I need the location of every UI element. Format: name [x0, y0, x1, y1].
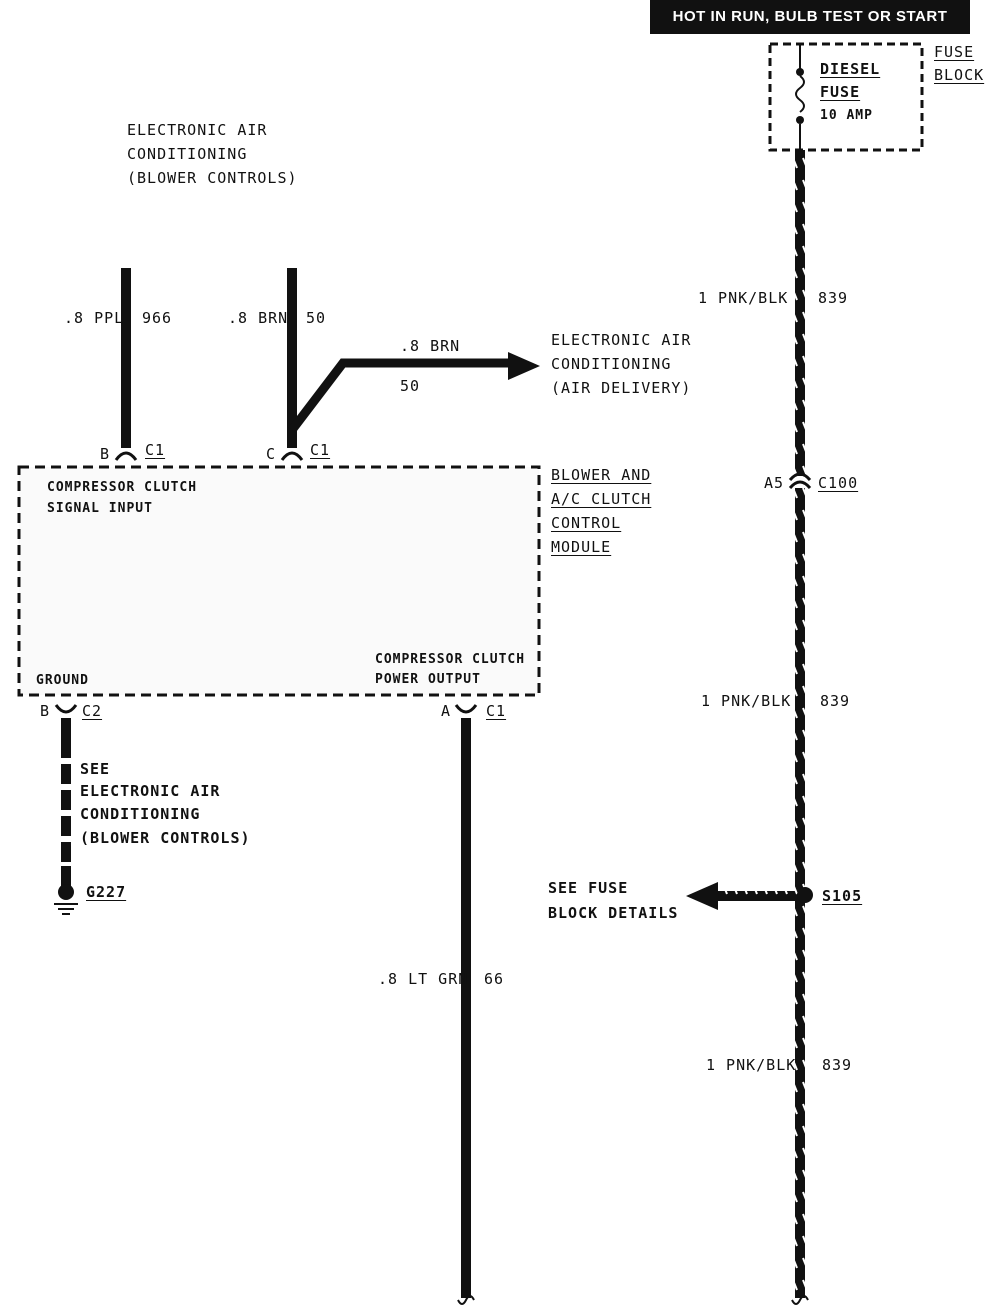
wire-brn-circuit: 50 — [306, 309, 327, 327]
wire-ground — [61, 718, 71, 886]
connector-c100-icon — [788, 472, 812, 490]
connector-c-pin: C — [266, 445, 277, 463]
fuse-block-outline — [768, 42, 924, 152]
connector-a-c1-pin: A — [441, 702, 452, 720]
fuse-block-title-2: BLOCK — [934, 66, 985, 84]
module-output-label-2: POWER OUTPUT — [375, 672, 481, 687]
ground-ref-4: (BLOWER CONTROLS) — [80, 829, 251, 847]
connector-b-c2-icon — [54, 704, 78, 714]
splice-see-2: BLOCK DETAILS — [548, 904, 679, 922]
splice-see-1: SEE FUSE — [548, 879, 629, 897]
ground-ref-3: CONDITIONING — [80, 805, 201, 823]
connector-b-c1: C1 — [145, 441, 166, 459]
blower-controls-ref-3: (BLOWER CONTROLS) — [127, 169, 298, 187]
blower-controls-ref-1: ELECTRONIC AIR — [127, 121, 268, 139]
wire-pnk-upper-label: 1 PNK/BLK — [698, 289, 789, 307]
wire-brn-branch-label: .8 BRN — [400, 337, 461, 355]
wire-pnk-middle-label: 1 PNK/BLK — [701, 692, 792, 710]
connector-a-c1-icon — [454, 704, 478, 714]
ground-symbol-icon — [54, 884, 78, 915]
wire-pnk-lower-circuit: 839 — [822, 1056, 853, 1074]
module-outline — [17, 465, 541, 697]
wire-pnk-middle-circuit: 839 — [820, 692, 851, 710]
splice-id: S105 — [822, 887, 863, 905]
module-output-label-1: COMPRESSOR CLUTCH — [375, 652, 526, 667]
connector-c100: C100 — [818, 474, 859, 492]
wire-ppl-label: .8 PPL — [64, 309, 125, 327]
module-title-2: A/C CLUTCH — [551, 490, 652, 508]
connector-a-c1: C1 — [486, 702, 507, 720]
fuse-block-title-1: FUSE — [934, 43, 975, 61]
fuse-name-1: DIESEL — [820, 60, 881, 78]
wire-break-left-icon — [457, 1295, 475, 1305]
ground-ref-2: ELECTRONIC AIR — [80, 782, 221, 800]
wire-pnk-blk-upper — [795, 150, 805, 476]
connector-c-c1-icon — [280, 451, 304, 461]
module-title-1: BLOWER AND — [551, 466, 652, 484]
ground-ref-1: SEE — [80, 760, 111, 778]
connector-b-pin: B — [100, 445, 111, 463]
connector-b-c2: C2 — [82, 702, 103, 720]
wire-break-right-icon — [791, 1295, 809, 1305]
wire-lt-grn-circuit: 66 — [484, 970, 505, 988]
wire-lt-grn-label: .8 LT GRN — [378, 970, 469, 988]
module-ground-label: GROUND — [36, 673, 89, 688]
wire-brn-branch-circuit: 50 — [400, 377, 421, 395]
module-input-label-1: COMPRESSOR CLUTCH — [47, 480, 198, 495]
arrow-air-delivery-icon — [508, 352, 540, 380]
wire-ppl-966 — [121, 268, 131, 448]
wire-brn-50-branch — [288, 358, 512, 433]
module-title-4: MODULE — [551, 538, 612, 556]
air-delivery-ref-3: (AIR DELIVERY) — [551, 379, 692, 397]
module-title-3: CONTROL — [551, 514, 622, 532]
wire-lt-grn-66 — [461, 718, 471, 1298]
wire-brn-50 — [287, 268, 297, 448]
ground-id: G227 — [86, 883, 127, 901]
arrow-to-fuse-details-icon — [686, 882, 796, 910]
fuse-name-2: FUSE — [820, 83, 861, 101]
connector-c-c1: C1 — [310, 441, 331, 459]
splice-s105-dot — [797, 887, 813, 903]
wire-pnk-upper-circuit: 839 — [818, 289, 849, 307]
wire-brn-label: .8 BRN — [228, 309, 289, 327]
connector-b-c2-pin: B — [40, 702, 51, 720]
fuse-rating: 10 AMP — [820, 108, 873, 123]
power-source-label: HOT IN RUN, BULB TEST OR START — [650, 0, 970, 34]
wire-ppl-circuit: 966 — [142, 309, 173, 327]
module-input-label-2: SIGNAL INPUT — [47, 501, 153, 516]
air-delivery-ref-1: ELECTRONIC AIR — [551, 331, 692, 349]
blower-controls-ref-2: CONDITIONING — [127, 145, 248, 163]
connector-b-c1-icon — [114, 451, 138, 461]
connector-a5-pin: A5 — [764, 474, 785, 492]
wire-pnk-lower-label: 1 PNK/BLK — [706, 1056, 797, 1074]
fuse-symbol-icon — [795, 44, 805, 150]
air-delivery-ref-2: CONDITIONING — [551, 355, 672, 373]
